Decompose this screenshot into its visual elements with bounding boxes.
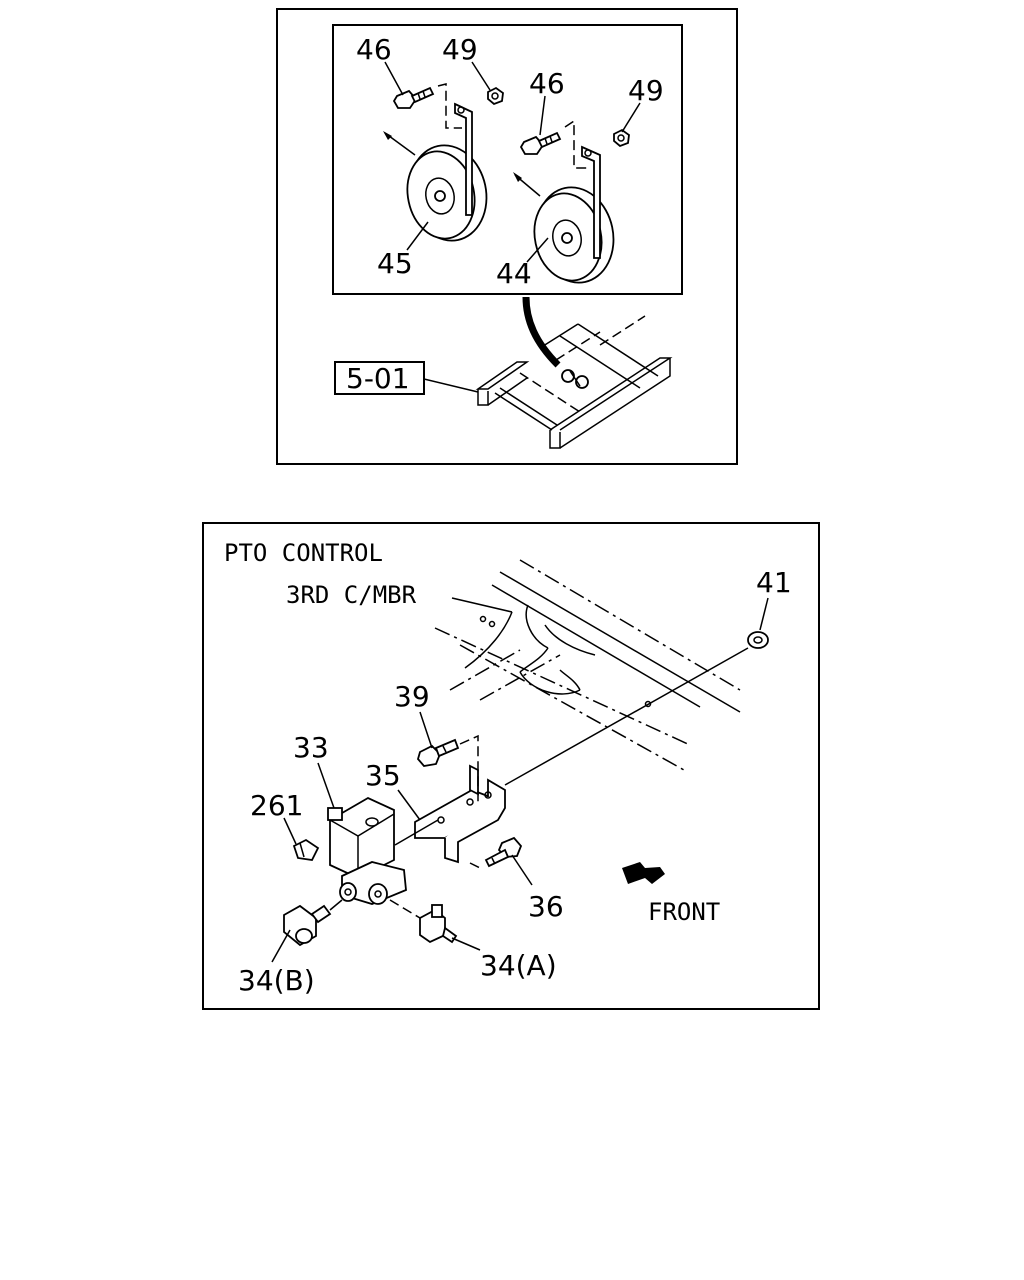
bolt-46-right (519, 131, 562, 155)
outer-frame-top (276, 8, 738, 465)
callout-33: 33 (293, 731, 329, 764)
frame-crossmember (434, 559, 741, 771)
horn-45 (383, 102, 488, 242)
callout-34b: 34(B) (238, 964, 315, 997)
callout-45: 45 (377, 247, 413, 280)
horn-assembly-diagram: 46 49 46 49 45 44 5 (276, 8, 738, 465)
nut-49-right (613, 128, 630, 148)
callout-49-left: 49 (442, 33, 478, 66)
diagram-title: PTO CONTROL (224, 539, 383, 567)
solenoid-valve-33 (327, 796, 407, 905)
front-arrow-icon (622, 862, 665, 884)
fitting-34b (283, 904, 332, 947)
bolt-39 (417, 738, 460, 767)
nut-49-left (487, 86, 504, 106)
front-label: FRONT (648, 898, 720, 926)
pto-control-diagram: PTO CONTROL 3RD C/MBR (202, 522, 820, 1010)
callout-44: 44 (496, 257, 532, 290)
bolt-36 (484, 836, 523, 868)
callout-39: 39 (394, 680, 430, 713)
diagram-subtitle: 3RD C/MBR (286, 581, 417, 609)
bracket-35 (414, 764, 506, 864)
nut-41 (747, 631, 769, 649)
bolt-46-left (392, 86, 435, 109)
inset-frame (332, 24, 683, 295)
callout-34a: 34(A) (480, 949, 557, 982)
callout-261: 261 (250, 789, 303, 822)
chassis-frame-top (475, 315, 673, 449)
ref-box (334, 361, 425, 395)
callout-35: 35 (365, 759, 401, 792)
fitting-34a (419, 904, 458, 944)
callout-46-right: 46 (529, 67, 565, 100)
callout-36: 36 (528, 890, 564, 923)
outer-frame-bottom (202, 522, 820, 1010)
horn-44 (513, 145, 615, 284)
location-arrow (522, 296, 561, 368)
callout-41: 41 (756, 566, 792, 599)
callout-46-left: 46 (356, 33, 392, 66)
ref-box-label: 5-01 (346, 362, 410, 395)
fitting-261 (292, 838, 320, 861)
callout-49-right: 49 (628, 74, 664, 107)
